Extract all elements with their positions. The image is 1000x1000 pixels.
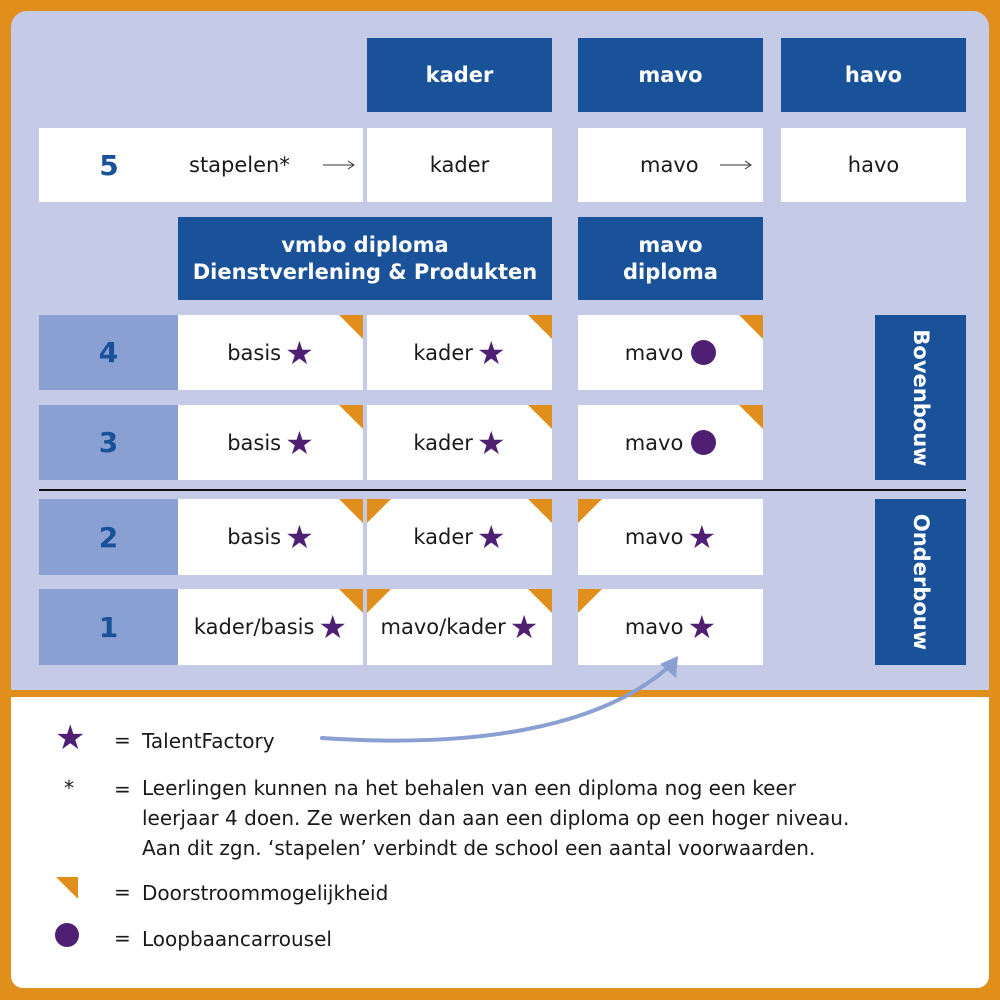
circle-icon: [55, 923, 79, 947]
year1-number: 1: [39, 589, 178, 665]
year2-mavo-cell: mavo★: [578, 499, 763, 575]
legend-equals: =: [114, 880, 131, 904]
year4-number: 4: [39, 315, 178, 390]
year4-basis-cell: basis★: [178, 315, 363, 390]
year5-number: 5: [99, 148, 119, 182]
star-icon: ★: [55, 718, 86, 758]
circle-icon: [691, 340, 717, 365]
year3-kader-cell: kader★: [367, 405, 552, 480]
legend-equals: =: [114, 728, 131, 752]
year5-havo-cell: havo: [781, 128, 966, 202]
arrow-right-icon: [720, 160, 752, 170]
corner-triangle-icon: [339, 315, 363, 339]
year1-mavokader-cell: mavo/kader★: [367, 589, 552, 665]
star-icon: ★: [476, 333, 506, 372]
legend-loopbaan: Loopbaancarrousel: [142, 927, 332, 951]
legend-stapelen-line3: Aan dit zgn. ‘stapelen’ verbindt de scho…: [142, 836, 816, 860]
corner-triangle-icon: [578, 589, 602, 613]
cell-label: kader: [413, 430, 473, 455]
vmbo-diploma-line2: Dienstverlening & Produkten: [192, 259, 538, 284]
star-icon: ★: [687, 518, 717, 556]
header-mavo: mavo: [578, 38, 763, 112]
corner-triangle-icon: [528, 499, 552, 523]
bovenbouw-label: Bovenbouw: [875, 315, 966, 480]
legend-doorstroom: Doorstroommogelijkheid: [142, 881, 389, 905]
cell-label: basis: [227, 430, 282, 455]
star-icon: ★: [509, 608, 539, 646]
corner-triangle-icon: [339, 589, 363, 613]
cell-label: mavo: [624, 525, 684, 549]
corner-triangle-icon: [528, 589, 552, 613]
star-icon: ★: [318, 608, 348, 646]
corner-triangle-icon: [339, 405, 363, 429]
header-kader: kader: [367, 38, 552, 112]
cell-label: mavo: [624, 340, 684, 365]
cell-label: basis: [227, 525, 282, 549]
star-icon: ★: [285, 333, 314, 372]
corner-triangle-icon: [739, 315, 763, 339]
year2-basis-cell: basis★: [178, 499, 363, 575]
cell-label: kader: [413, 340, 473, 365]
stapelen-label: stapelen*: [189, 153, 290, 177]
cell-label: kader/basis: [193, 615, 315, 639]
corner-triangle-icon: [339, 499, 363, 523]
corner-triangle-icon: [578, 499, 602, 523]
year5-kader-cell: kader: [367, 128, 552, 202]
corner-triangle-icon: [56, 877, 78, 899]
star-icon: ★: [687, 608, 717, 646]
arrow-right-icon: [323, 160, 355, 170]
cell-label: mavo/kader: [380, 615, 506, 639]
year5-mavo-cell: mavo: [578, 128, 763, 202]
legend-talentfactory: TalentFactory: [142, 729, 275, 753]
cell-label: basis: [227, 340, 282, 365]
legend-panel: ★ = TalentFactory * = Leerlingen kunnen …: [11, 697, 989, 988]
asterisk-icon: *: [64, 776, 74, 800]
header-havo: havo: [781, 38, 966, 112]
bovenbouw-onderbouw-divider: [39, 489, 966, 491]
pathway-panel: kader mavo havo 5 stapelen* kader mavo h…: [11, 11, 989, 690]
legend-equals: =: [114, 926, 131, 950]
corner-triangle-icon: [367, 499, 391, 523]
year1-mavo-cell: mavo★: [578, 589, 763, 665]
corner-triangle-icon: [528, 405, 552, 429]
vmbo-diploma-line1: vmbo diploma: [281, 233, 449, 258]
mavo-diploma-header: mavo diploma: [578, 217, 763, 300]
cell-label: mavo: [624, 430, 684, 455]
star-icon: ★: [285, 518, 314, 556]
corner-triangle-icon: [528, 315, 552, 339]
corner-triangle-icon: [367, 589, 391, 613]
year3-number: 3: [39, 405, 178, 480]
year3-basis-cell: basis★: [178, 405, 363, 480]
mavo-diploma-line1: mavo: [638, 233, 703, 258]
star-icon: ★: [285, 423, 314, 462]
year3-mavo-cell: mavo: [578, 405, 763, 480]
year2-kader-cell: kader★: [367, 499, 552, 575]
star-icon: ★: [476, 518, 506, 556]
year5-stapelen-cell: 5 stapelen*: [39, 128, 363, 202]
year4-mavo-cell: mavo: [578, 315, 763, 390]
year5-mavo-label: mavo: [640, 153, 699, 177]
year1-kaderbasis-cell: kader/basis★: [178, 589, 363, 665]
legend-stapelen-line2: leerjaar 4 doen. Ze werken dan aan een d…: [142, 806, 850, 830]
circle-icon: [691, 430, 717, 455]
star-icon: ★: [476, 423, 506, 462]
vmbo-diploma-header: vmbo diploma Dienstverlening & Produkten: [178, 217, 552, 300]
cell-label: kader: [413, 525, 473, 549]
mavo-diploma-line2: diploma: [623, 259, 718, 284]
cell-label: mavo: [624, 615, 684, 639]
corner-triangle-icon: [739, 405, 763, 429]
year4-kader-cell: kader★: [367, 315, 552, 390]
legend-equals: =: [114, 777, 131, 801]
year2-number: 2: [39, 499, 178, 575]
onderbouw-label: Onderbouw: [875, 499, 966, 665]
legend-stapelen-line1: Leerlingen kunnen na het behalen van een…: [142, 776, 796, 800]
